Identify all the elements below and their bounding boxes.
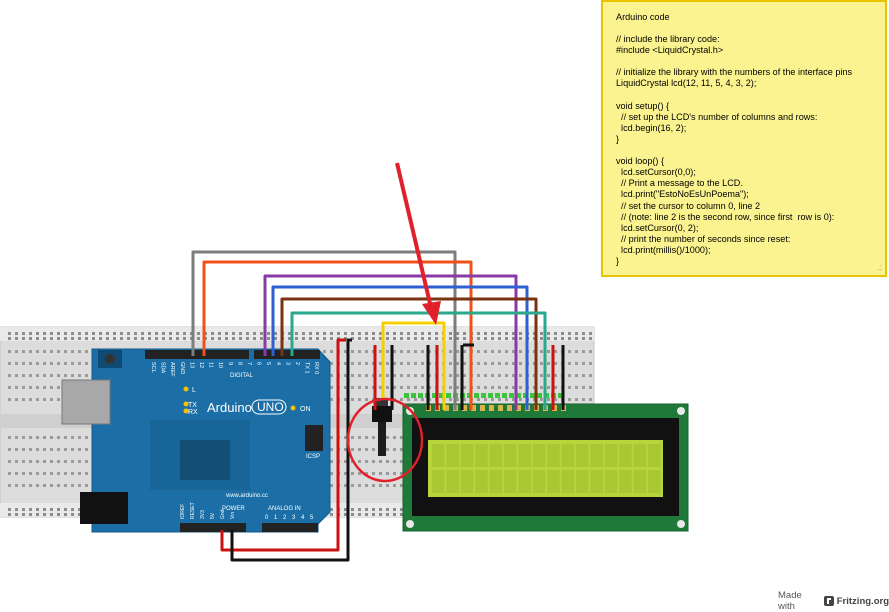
wires [191, 250, 565, 562]
fritzing-credit: Made with Fritzing.org [778, 590, 889, 612]
wire-purple [263, 274, 518, 410]
credit-brand: Fritzing.org [836, 595, 889, 607]
lcd-16x2-module [402, 403, 689, 532]
on-label: ON [300, 406, 311, 413]
wire-5v [220, 338, 346, 552]
wire-orange [202, 260, 473, 410]
arduino-brand: Arduino [207, 400, 252, 415]
arduino-url: www.arduino.cc [225, 493, 268, 499]
wire-brown [280, 297, 538, 410]
power-pin-label: 5V [210, 512, 216, 519]
wire-teal [290, 311, 547, 410]
power-pin-label: Gnd [220, 509, 226, 519]
header-pin-label: 7 [246, 362, 252, 365]
icsp-label: ICSP [306, 454, 320, 460]
header-digital-a [145, 350, 249, 359]
fritzing-logo-icon [823, 596, 834, 606]
header-pin-label: 3 [284, 362, 290, 365]
header-pin-label: 11 [208, 362, 214, 368]
led-tx-label: TX [188, 402, 197, 409]
analog-pin-label: 3 [292, 515, 296, 521]
analog-pin-label: 1 [274, 515, 278, 521]
header-pin-label: 12 [198, 362, 204, 368]
header-pin-label: 6 [256, 362, 262, 365]
power-jack [80, 492, 128, 524]
highlight-circle [346, 397, 424, 483]
power-pin-label: Vin [230, 512, 236, 519]
header-pin-label: 9 [227, 362, 233, 365]
header-analog [262, 523, 318, 532]
note-code: // include the library code: #include <L… [616, 34, 853, 266]
header-pin-label: 13 [188, 362, 194, 368]
header-pin-label: 2 [294, 362, 300, 365]
power-pin-label: 3V3 [200, 510, 206, 519]
power-pin-label: IOREF [180, 504, 186, 519]
digital-label: DIGITAL [230, 373, 254, 379]
header-digital-b [254, 350, 320, 359]
header-power [180, 523, 246, 532]
icsp-header [305, 425, 323, 451]
chip [180, 440, 230, 480]
annotations [346, 162, 441, 483]
header-pin-label: RX 0 [313, 362, 319, 374]
wire-yellow-pot [381, 321, 446, 410]
resize-grip-icon[interactable]: .: [877, 262, 882, 272]
note-title: Arduino code [616, 12, 670, 22]
led-l-label: L [192, 387, 196, 394]
analog-pin-label: 4 [301, 515, 305, 521]
wire-gnd [230, 338, 352, 562]
header-pin-label: GND [179, 362, 185, 374]
header-pin-label: 5 [265, 362, 271, 365]
analog-label: ANALOG IN [268, 506, 301, 512]
wire-blue [271, 285, 529, 410]
led-rx-label: RX [188, 409, 198, 416]
header-pin-label: SCL [150, 362, 156, 373]
pointer-arrow-shaft [395, 162, 434, 313]
pointer-arrow-head [422, 301, 441, 325]
header-pin-label: 10 [217, 362, 223, 368]
analog-pin-label: 5 [310, 515, 314, 521]
header-pin-label: TX 1 [304, 362, 310, 374]
code-note: Arduino code // include the library code… [601, 0, 887, 277]
usb-connector [61, 379, 111, 425]
credit-prefix: Made with [778, 590, 802, 612]
header-pin-label: 8 [236, 362, 242, 365]
uno-model: UNO [257, 400, 284, 414]
potentiometer [372, 398, 392, 456]
header-pin-label: AREF [169, 362, 175, 377]
header-pin-label: 4 [275, 362, 281, 365]
analog-pin-label: 0 [265, 515, 269, 521]
power-pin-label: RESET [190, 502, 196, 519]
arduino-uno-board: L TX RX ON Arduino UNO www.arduino.cc DI… [61, 348, 331, 533]
power-label: POWER [222, 506, 245, 512]
wire-gray [191, 250, 457, 410]
reset-button [105, 354, 115, 364]
analog-pin-label: 2 [283, 515, 287, 521]
header-pin-label: SDA [160, 362, 166, 374]
